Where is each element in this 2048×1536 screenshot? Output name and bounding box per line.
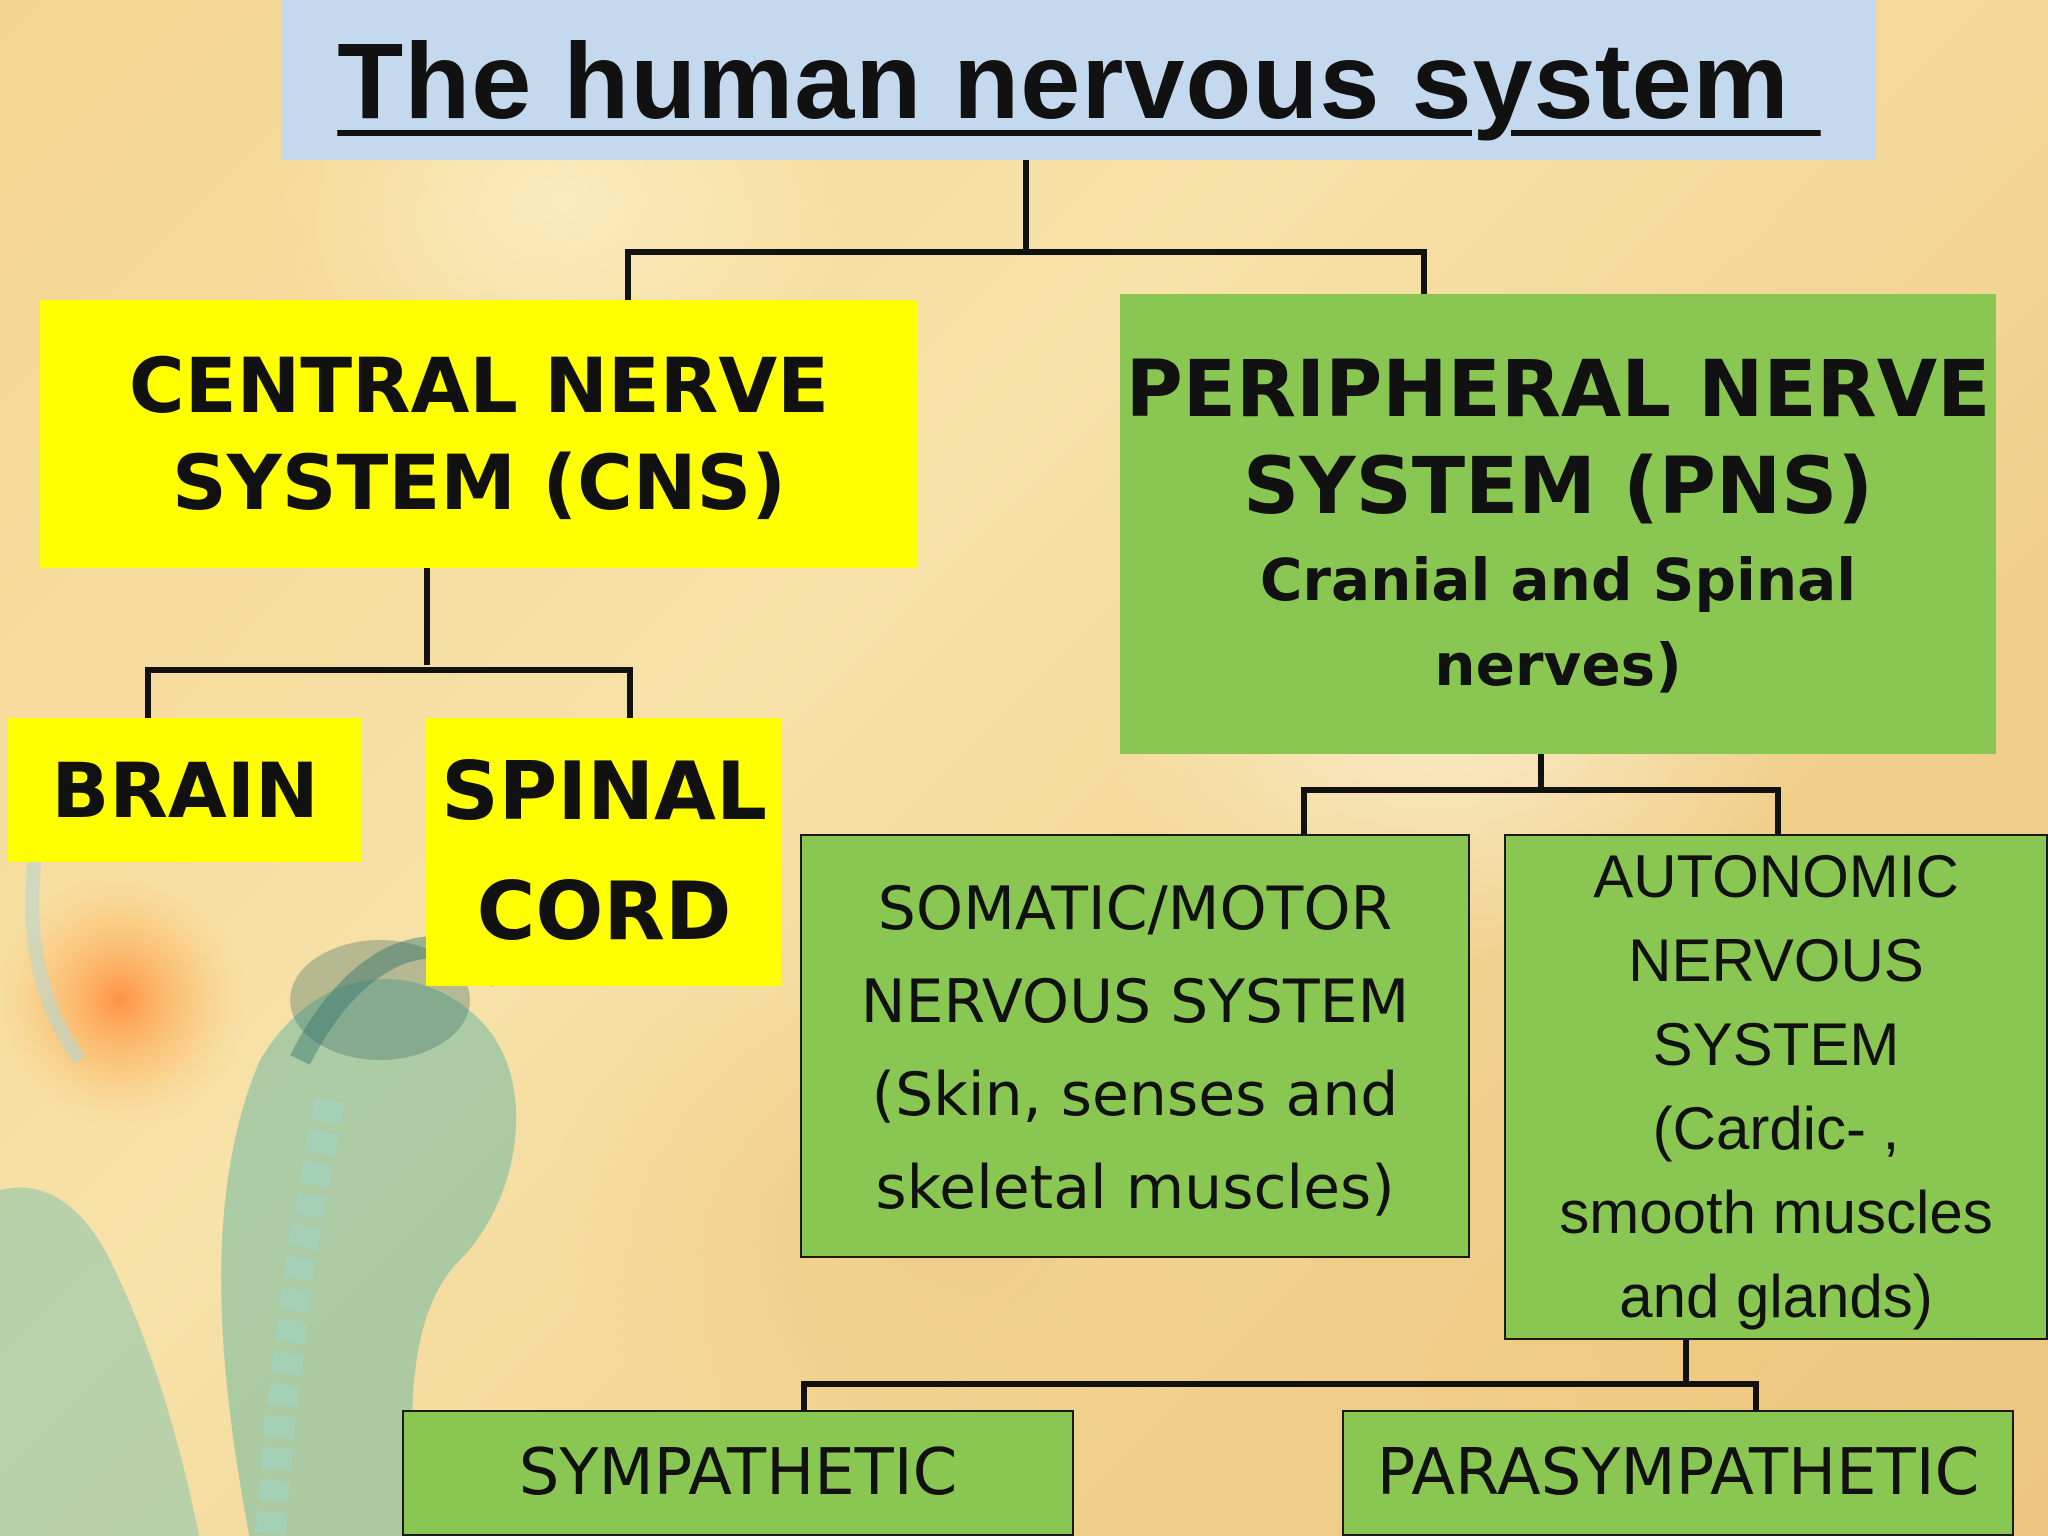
pns-label-line: PERIPHERAL NERVE [1125, 345, 1991, 436]
autonomic-label-line: (Cardic- , [1652, 1095, 1900, 1162]
pns-sub-label-line: nerves) [1434, 630, 1682, 699]
somatic-node: SOMATIC/MOTOR NERVOUS SYSTEM (Skin, sens… [800, 834, 1470, 1258]
cns-node: CENTRAL NERVE SYSTEM (CNS) [40, 300, 918, 568]
autonomic-connector [801, 1337, 1759, 1413]
cns-label-line: SYSTEM (CNS) [172, 438, 786, 527]
autonomic-label-line: smooth muscles [1559, 1179, 1993, 1246]
pns-connector [1301, 741, 1781, 837]
sympathetic-label: SYMPATHETIC [518, 1436, 958, 1510]
somatic-label-line: SOMATIC/MOTOR [877, 874, 1393, 944]
spinal-cord-node: SPINAL CORD [426, 718, 782, 986]
autonomic-label-line: AUTONOMIC [1593, 843, 1959, 910]
pns-sub-label-line: Cranial and Spinal [1259, 545, 1857, 614]
somatic-label-line: NERVOUS SYSTEM [860, 967, 1410, 1037]
autonomic-label-line: and glands) [1619, 1263, 1933, 1330]
somatic-label-line: skeletal muscles) [875, 1153, 1395, 1223]
autonomic-label-line: NERVOUS [1628, 927, 1924, 994]
title-connector [625, 157, 1427, 303]
autonomic-node: AUTONOMIC NERVOUS SYSTEM (Cardic- , smoo… [1504, 834, 2048, 1340]
parasympathetic-node: PARASYMPATHETIC [1342, 1410, 2014, 1536]
cns-connector [145, 565, 633, 721]
spinal-cord-label-line: SPINAL [441, 745, 767, 838]
title-banner: The human nervous system [282, 0, 1876, 160]
somatic-label-line: (Skin, senses and [871, 1060, 1399, 1130]
pns-label-line: SYSTEM (PNS) [1242, 441, 1874, 532]
brain-label: BRAIN [51, 745, 319, 835]
spinal-cord-label-line: CORD [476, 865, 732, 958]
pns-node: PERIPHERAL NERVE SYSTEM (PNS) Cranial an… [1120, 294, 1996, 754]
page-title: The human nervous system [337, 19, 1821, 141]
autonomic-label-line: SYSTEM [1652, 1011, 1900, 1078]
sympathetic-node: SYMPATHETIC [402, 1410, 1074, 1536]
parasympathetic-label: PARASYMPATHETIC [1376, 1436, 1980, 1510]
cns-label-line: CENTRAL NERVE [128, 340, 830, 430]
brain-node: BRAIN [8, 718, 362, 862]
